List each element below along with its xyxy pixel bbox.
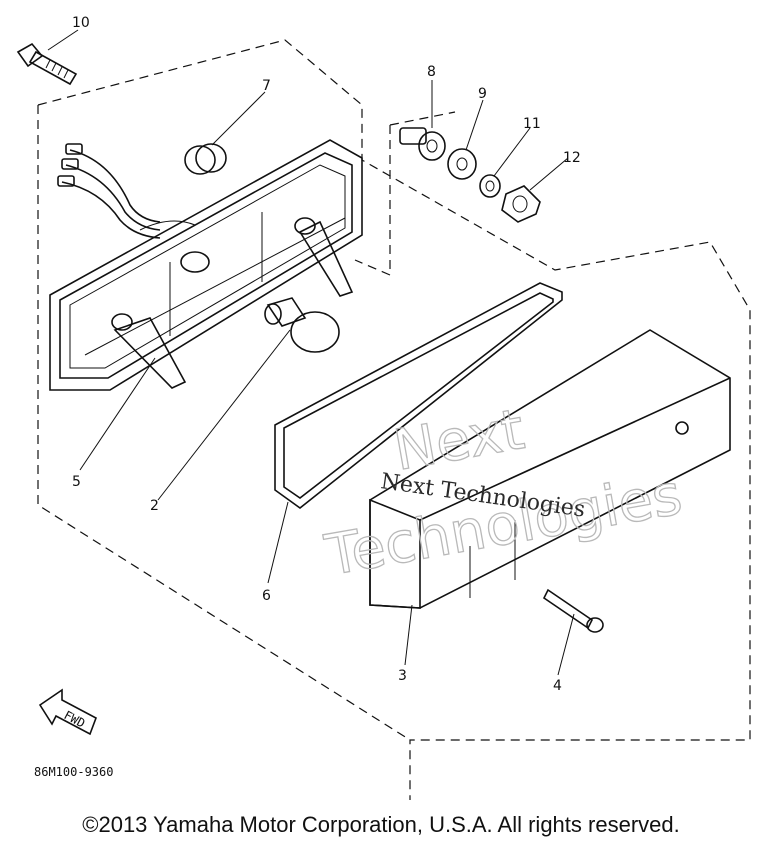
grommet-7 [184,143,227,175]
lens-3 [369,329,731,609]
callout-12: 12 [563,150,581,166]
bulb-2 [264,297,340,353]
callout-labels: 10 7 8 9 11 12 5 2 6 3 4 [72,15,581,694]
callout-8: 8 [427,64,436,80]
callout-7: 7 [262,78,271,94]
watermark-large-line1: Next [389,397,529,484]
leader-lines [47,29,575,676]
callout-10: 10 [72,15,90,31]
callout-6: 6 [262,588,271,604]
callout-11: 11 [523,116,541,132]
copyright-notice: ©2013 Yamaha Motor Corporation, U.S.A. A… [82,812,680,837]
screw-4 [542,588,604,633]
wire-harness [57,143,161,239]
taillight-base-housing [49,139,363,391]
bolt-10 [16,42,78,86]
callout-5: 5 [72,474,81,490]
callout-4: 4 [553,678,562,694]
diagram-reference-code: 86M100-9360 [34,765,113,779]
callout-2: 2 [150,498,159,514]
callout-9: 9 [478,86,487,102]
gasket-6 [274,282,563,510]
watermark: Next Technologies Next Technologies [320,396,688,589]
fwd-arrow-icon: FWD [38,688,97,736]
dashed-assembly-outline [37,39,751,800]
fastener-hardware [399,127,541,223]
callout-3: 3 [398,668,407,684]
